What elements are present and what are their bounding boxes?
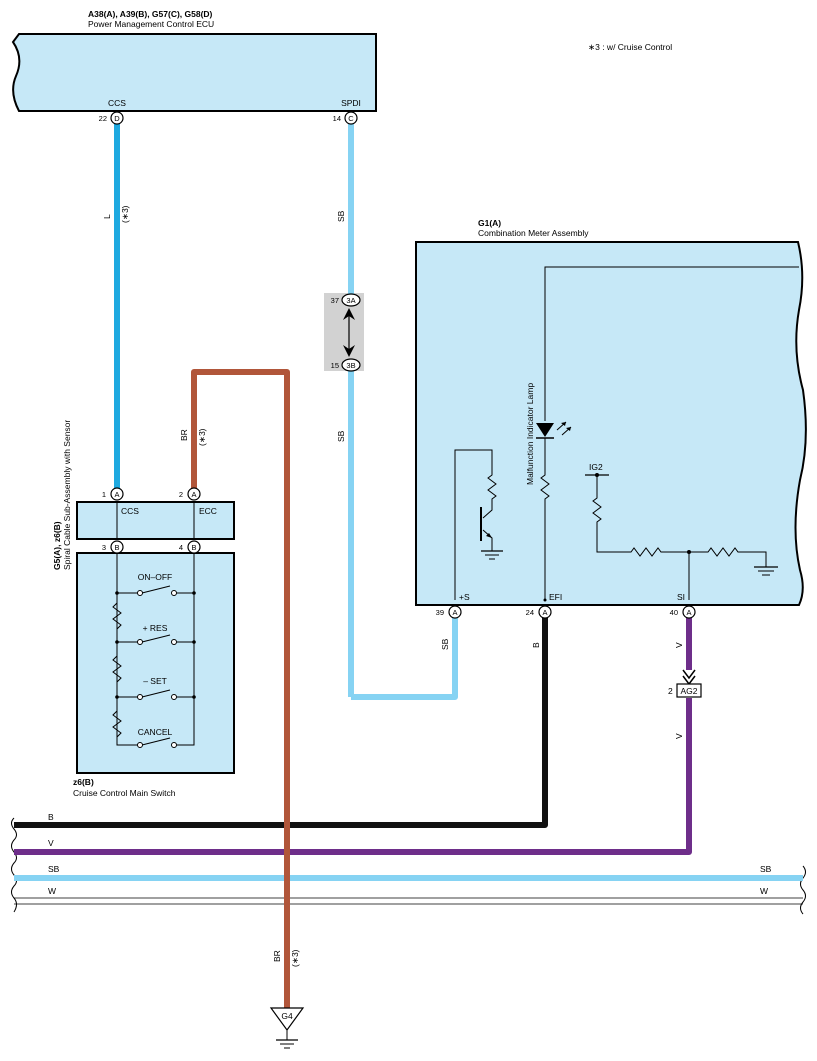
bus-sb-right-label: SB [760,864,772,874]
svg-text:A: A [452,608,457,617]
bus-brackets [11,817,806,915]
spiral-name: Spiral Cable Sub-Assembly with Sensor [62,420,72,570]
switch-on-off-label: ON–OFF [138,572,172,582]
svg-text:2: 2 [179,490,183,499]
meter-internal-circuit [454,266,799,602]
wire-plus-s [351,612,458,700]
meter-connector-code: G1(A) [478,218,501,228]
main-switch-circuit [112,553,196,748]
main-switch-code: z6(B) [73,777,94,787]
svg-text:14: 14 [333,114,341,123]
ag2-name: AG2 [680,686,697,696]
wire-efi-color-label: B [531,642,541,648]
spiral-pin-ccs-label: CCS [121,506,139,516]
ground-g4-label: G4 [281,1011,293,1021]
switch-res-label: + RES [143,623,168,633]
svg-text:37: 37 [331,296,339,305]
svg-text:A: A [191,490,196,499]
spiral-connector-codes: G5(A), z6(B) [52,521,62,570]
ecu-box [11,33,377,112]
meter-box [415,241,807,606]
wire-br-ground-color-label: BR [272,950,282,962]
wire-plus-s-color-label: SB [440,638,450,650]
switch-set-label: – SET [143,676,167,686]
switch-cancel-label: CANCEL [138,727,173,737]
bus-b-label: B [48,812,54,822]
meter-terminal-plus-s-label: +S [459,592,470,602]
pin-spiral-3: B 3 [102,540,124,554]
pin-spiral-1: A 1 [102,487,124,501]
bus-w [14,897,803,905]
ecu-name: Power Management Control ECU [88,19,214,29]
pin-ecu-ccs: D 22 [99,111,124,125]
wire-spdi-lower-color-label: SB [336,430,346,442]
svg-text:D: D [114,114,120,123]
svg-text:1: 1 [102,490,106,499]
pin-meter-si: A 40 [670,605,696,619]
spiral-cable-box [76,501,235,540]
pin-ecu-spdi: C 14 [333,111,358,125]
svg-text:A: A [542,608,547,617]
ecu-terminal-spdi-label: SPDI [341,98,361,108]
wire-br-color-label: BR [179,429,189,441]
svg-text:15: 15 [331,361,339,370]
wire-br [191,369,290,870]
junction-connector-block [324,293,364,371]
wire-si-lower-color-label: V [674,733,684,739]
wire-ccs-note: (∗3) [120,205,130,223]
wire-br-ground-note: (∗3) [290,949,300,967]
pin-spiral-2: A 2 [179,487,201,501]
pin-meter-plus-s: A 39 [436,605,462,619]
ag2-connector [676,669,702,698]
malfunction-lamp-label: Malfunction Indicator Lamp [525,383,535,485]
ig2-label: IG2 [589,462,603,472]
svg-text:3A: 3A [346,296,355,305]
wire-br-note: (∗3) [197,428,207,446]
spiral-pin-ecc-label: ECC [199,506,217,516]
bus-w-label: W [48,886,56,896]
bus-sb-label: SB [48,864,60,874]
main-switch-box [76,552,235,774]
svg-text:4: 4 [179,543,183,552]
bus-w-right-label: W [760,886,768,896]
meter-terminal-efi-label: EFI [549,592,562,602]
junction-arrows [343,308,355,357]
malfunction-lamp-led-icon [536,423,554,437]
svg-text:B: B [114,543,119,552]
wire-efi [14,612,548,828]
ecu-terminal-ccs-label: CCS [108,98,126,108]
bus-v-label: V [48,838,54,848]
svg-text:40: 40 [670,608,678,617]
pin-junction-top: 3A 37 [331,293,361,307]
svg-text:A: A [686,608,691,617]
cruise-control-note: ∗3 : w/ Cruise Control [588,42,672,52]
ground-g4-symbol [269,1007,305,1049]
svg-text:A: A [114,490,119,499]
pin-meter-efi: A 24 [526,605,552,619]
svg-text:3: 3 [102,543,106,552]
wire-spdi-upper-color-label: SB [336,210,346,222]
svg-text:24: 24 [526,608,534,617]
svg-text:3B: 3B [346,361,355,370]
ecu-connector-codes: A38(A), A39(B), G57(C), G58(D) [88,9,213,19]
svg-text:C: C [348,114,354,123]
pin-spiral-4: B 4 [179,540,201,554]
svg-text:22: 22 [99,114,107,123]
meter-terminal-si-label: SI [677,592,685,602]
pin-junction-bottom: 3B 15 [331,358,361,372]
wire-ccs-color-label: L [102,214,112,219]
svg-text:39: 39 [436,608,444,617]
svg-text:B: B [191,543,196,552]
wire-si-lower [14,698,692,855]
meter-name: Combination Meter Assembly [478,228,589,238]
ag2-pin: 2 [668,686,673,696]
main-switch-name: Cruise Control Main Switch [73,788,176,798]
wire-si-upper-color-label: V [674,642,684,648]
